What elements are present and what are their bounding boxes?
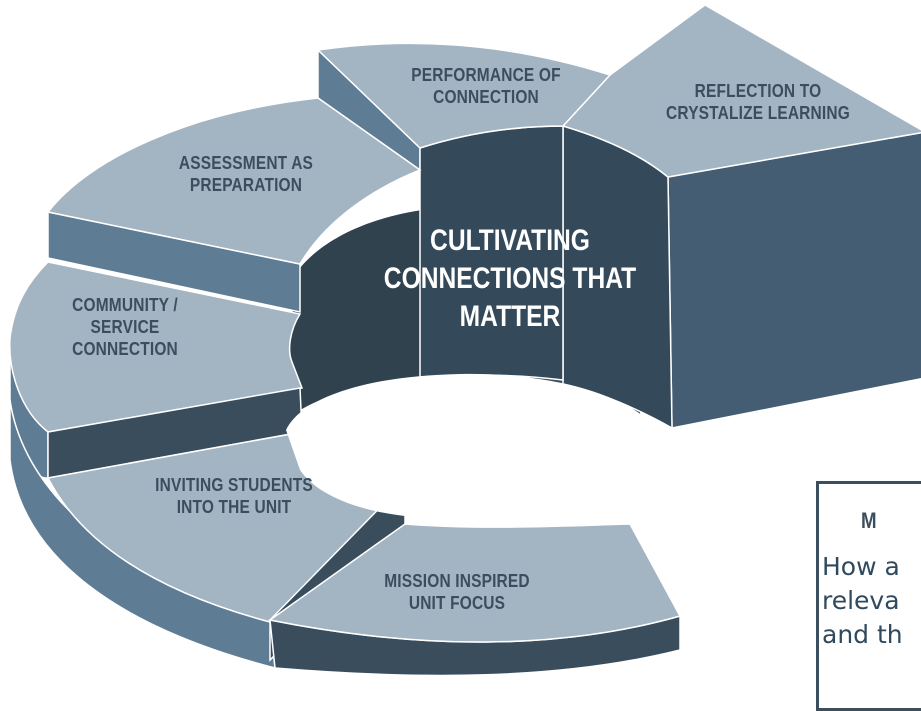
segment-label-line: CONNECTION [433,87,539,107]
segment-label-assessment: ASSESSMENT AS PREPARATION [162,152,331,196]
segment-label-line: ASSESSMENT AS [178,153,314,173]
segment-mission-top [268,523,682,643]
segment-label-line: COMMUNITY / [72,295,178,315]
callout-line: releva [822,586,900,615]
callout-line: How a [822,552,900,581]
segment-label-line: INTO THE UNIT [176,497,292,517]
segment-label-line: UNIT FOCUS [408,593,506,613]
segment-label-community: COMMUNITY / SERVICE CONNECTION [52,294,198,360]
segment-mission [268,480,682,677]
segment-label-line: PREPARATION [189,175,303,195]
ring-center-hole [286,373,660,519]
segment-performance-top [316,42,612,149]
center-title-line: CULTIVATING [430,224,590,257]
segment-label-line: CRYSTALIZE LEARNING [666,103,850,123]
segment-reflection-front [667,131,921,429]
segment-label-inviting: INVITING STUDENTS INTO THE UNIT [134,474,334,518]
center-title-line: MATTER [459,300,561,333]
segment-label-line: SERVICE [90,317,160,337]
segment-label-line: REFLECTION TO [694,81,822,101]
segment-label-performance: PERFORMANCE OF CONNECTION [395,64,577,108]
segment-label-line: INVITING STUDENTS [155,475,313,495]
cycle-diagram [9,4,921,677]
segment-reflection [561,4,921,430]
question-callout: M How a releva and th [816,481,921,711]
segment-label-reflection: REFLECTION TO CRYSTALIZE LEARNING [639,80,876,124]
center-title-line: CONNECTIONS THAT [383,262,637,295]
segment-assessment [46,97,422,313]
callout-heading: M [861,508,877,533]
segment-label-mission: MISSION INSPIRED UNIT FOCUS [367,570,548,614]
center-title: CULTIVATING CONNECTIONS THAT MATTER [354,222,666,336]
segment-label-line: PERFORMANCE OF [411,65,561,85]
segment-label-line: CONNECTION [72,339,178,359]
segment-label-line: MISSION INSPIRED [384,571,530,591]
segment-community-top [9,261,304,433]
segment-assessment-top [46,97,422,265]
segment-reflection-top [561,4,921,178]
segment-performance [316,42,612,381]
callout-line: and th [822,620,903,649]
